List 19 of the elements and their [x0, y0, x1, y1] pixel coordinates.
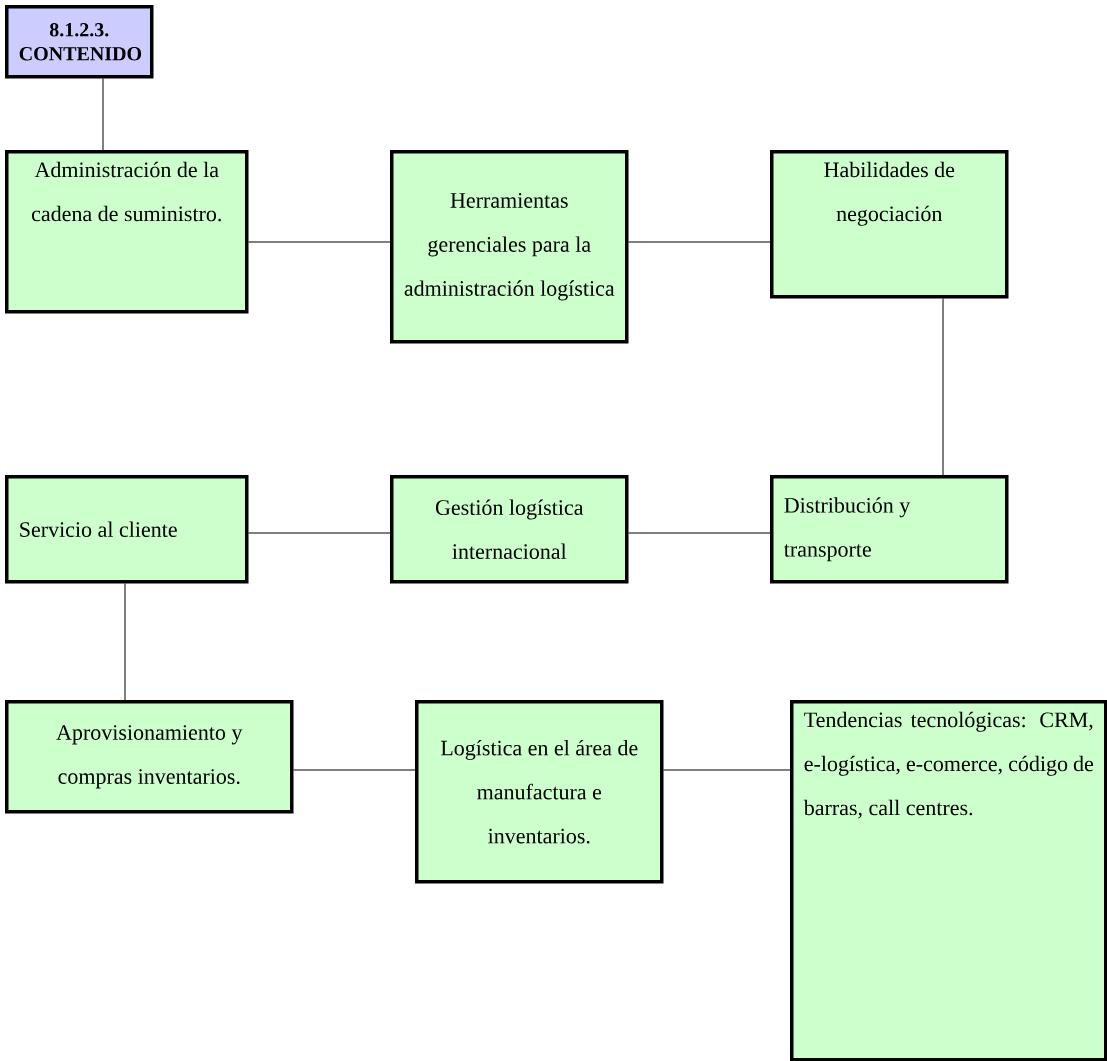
topic-box: Servicio al cliente [5, 475, 249, 584]
topic-box: Aprovisionamiento y compras inventarios. [5, 700, 294, 814]
connector-line [248, 532, 391, 534]
connector-line [102, 78, 104, 151]
connector-line [248, 241, 391, 243]
connector-line [628, 241, 771, 243]
connector-line [124, 583, 126, 701]
connector-line [628, 532, 771, 534]
topic-box: Administración de la cadena de suministro. [5, 150, 249, 314]
title-box: 8.1.2.3. CONTENIDO [5, 5, 154, 79]
connector-line [663, 769, 791, 771]
topic-box: Logística en el área de manufactura e inventarios. [415, 700, 664, 884]
connector-line [293, 769, 416, 771]
topic-box: Gestión logística internacional [390, 475, 629, 584]
connector-line [942, 298, 944, 476]
topic-box: Tendencias tecnológicas: CRM, e-logística, e-comerce, código de barras, call centres. [790, 700, 1107, 1061]
topic-box: Distribución y transporte [770, 475, 1009, 584]
topic-box: Herramientas gerenciales para la administración logística [390, 150, 629, 344]
topic-box: Habilidades de negociación [770, 150, 1009, 299]
